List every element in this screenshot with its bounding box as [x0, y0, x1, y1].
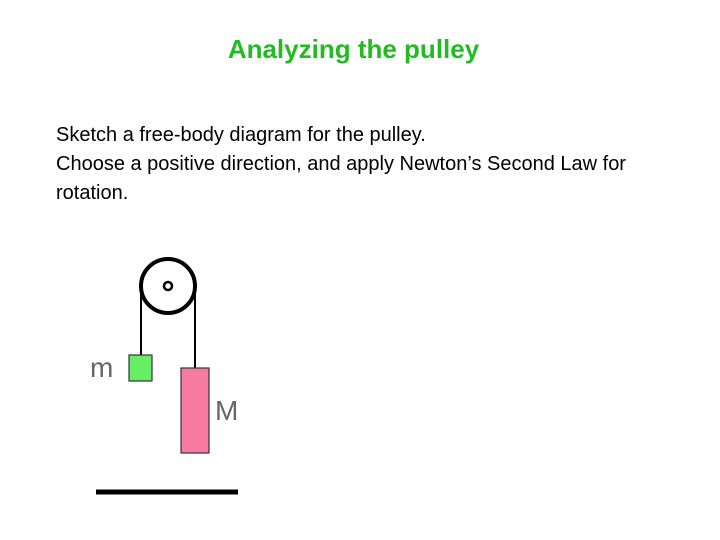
- slide-body: Sketch a free-body diagram for the pulle…: [56, 121, 676, 208]
- instruction-line-2: Choose a positive direction, and apply N…: [56, 153, 626, 204]
- large-mass-label: M: [215, 395, 238, 426]
- pulley-axle: [162, 280, 174, 292]
- small-mass-label: m: [90, 352, 113, 383]
- slide-title: Analyzing the pulley: [227, 34, 480, 64]
- small-mass-block: [128, 354, 153, 382]
- instruction-line-1: Sketch a free-body diagram for the pulle…: [56, 124, 426, 146]
- pulley: [139, 257, 197, 315]
- large-mass-block: [180, 367, 210, 454]
